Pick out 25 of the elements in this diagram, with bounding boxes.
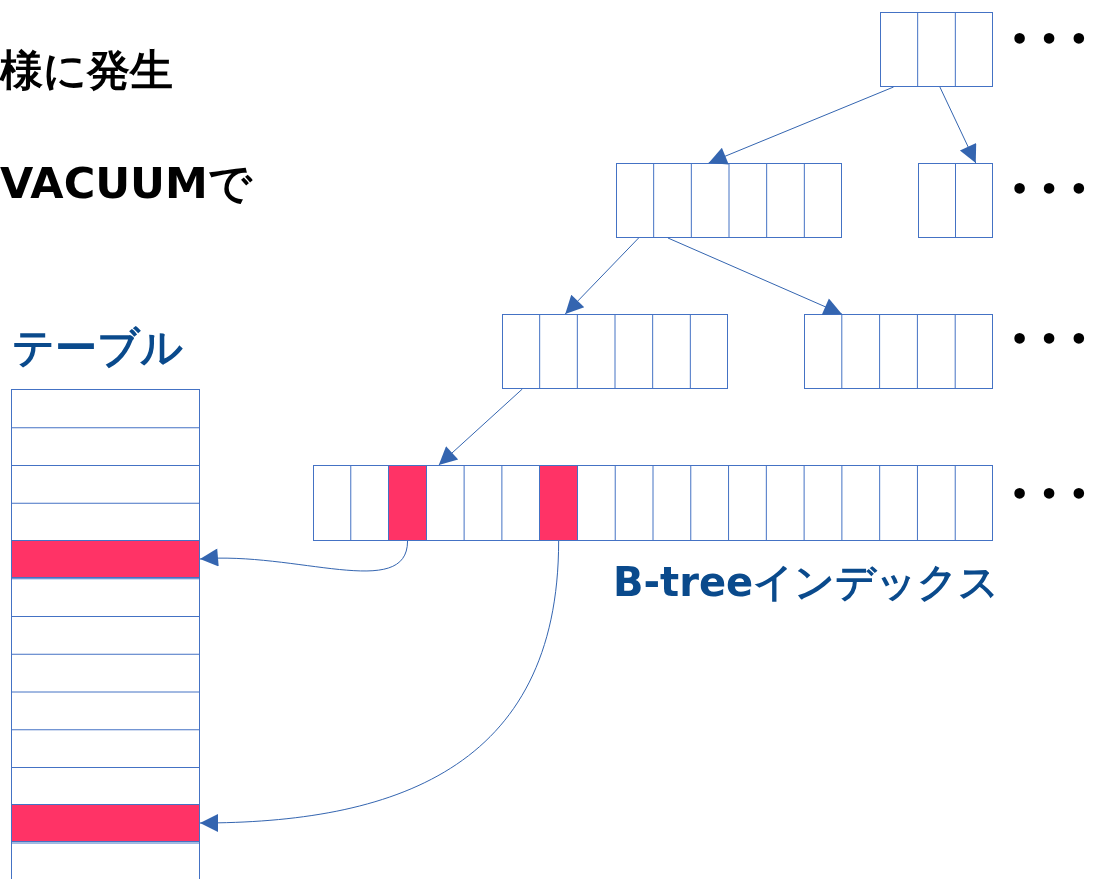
ellipsis-dots: • • •: [1010, 22, 1089, 57]
ellipsis-dots: • • •: [1010, 322, 1089, 357]
highlighted-cell: [388, 465, 427, 541]
index-node-drawing: [616, 163, 842, 238]
arrow: [939, 86, 977, 164]
highlighted-cell: [539, 465, 579, 541]
arrow: [564, 237, 640, 315]
table-drawing: [11, 389, 200, 879]
index-node-drawing: [313, 465, 993, 541]
index-node-drawing: [804, 314, 993, 389]
arrow: [708, 86, 895, 165]
slide-text: VACUUMで: [0, 157, 252, 210]
index-node-drawing: [880, 12, 993, 87]
index-node-drawing: [502, 314, 728, 389]
highlighted-cell: [11, 540, 200, 578]
arrow: [199, 540, 409, 572]
highlighted-cell: [11, 804, 200, 842]
arrow: [667, 237, 843, 316]
index-node-drawing: [918, 163, 993, 238]
ellipsis-dots: • • •: [1010, 477, 1089, 512]
arrow: [199, 540, 560, 832]
heading: B-treeインデックス: [613, 558, 1000, 607]
arrow: [438, 388, 523, 466]
ellipsis-dots: • • •: [1010, 172, 1089, 207]
heading: テーブル: [12, 322, 183, 374]
